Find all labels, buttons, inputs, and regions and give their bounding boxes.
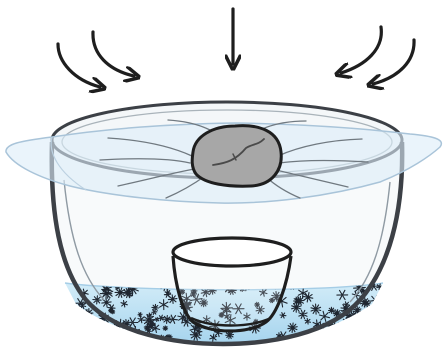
water-particle xyxy=(362,327,367,332)
water-particle xyxy=(342,322,348,329)
water-particle xyxy=(313,336,320,344)
water-particle xyxy=(367,326,373,332)
water-particle xyxy=(93,296,101,304)
water-particle xyxy=(163,316,171,324)
cup-rim xyxy=(173,238,291,266)
water-particle xyxy=(163,326,168,331)
stone-weight xyxy=(192,126,281,187)
water-particle xyxy=(109,308,114,312)
water-particle xyxy=(168,295,177,304)
water-particle xyxy=(119,334,129,344)
water-particle xyxy=(94,322,102,330)
water-particle xyxy=(106,325,113,332)
curved-arrow-left-inner xyxy=(93,32,134,76)
water-particle xyxy=(371,317,377,323)
water-particle xyxy=(329,307,335,313)
water-particle xyxy=(373,317,381,326)
water-particle xyxy=(366,331,376,341)
sunlight-arrows xyxy=(58,9,414,87)
curved-arrow-left-outer xyxy=(58,44,100,87)
water-particle xyxy=(85,309,93,317)
water-particle xyxy=(373,306,382,315)
water-particle xyxy=(91,325,97,331)
curved-arrow-right-inner xyxy=(341,27,381,73)
